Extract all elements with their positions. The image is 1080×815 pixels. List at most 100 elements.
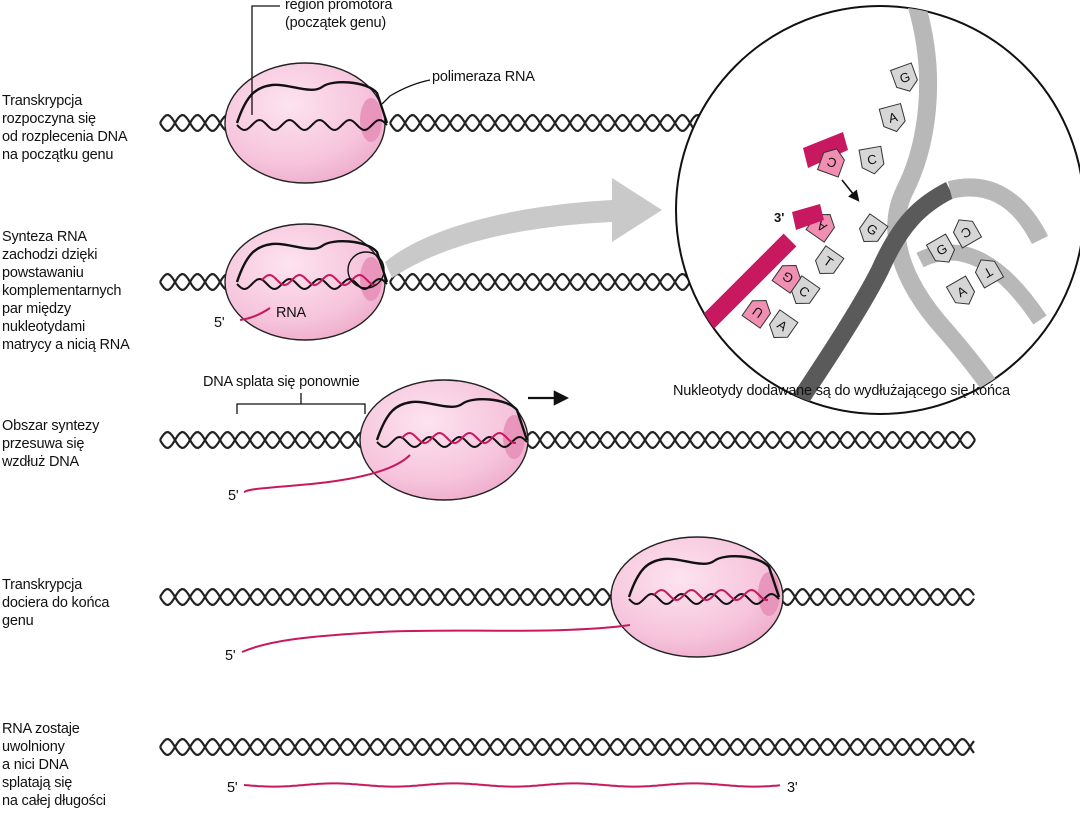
inset-three-prime-label: 3' [774,210,784,225]
dna-strand [159,737,975,757]
nucleotide-shape [974,259,1005,289]
incoming-arrow [841,179,860,202]
polymerase-pointer [381,79,431,105]
nucleotide-shape [741,300,772,329]
dna-strand [159,737,975,757]
rna-end-cap [792,204,824,230]
rna-strand [241,624,631,653]
dna-helices [159,113,976,757]
nucleotide-letter: C [866,151,878,167]
nucleotide-coding-1: G [889,62,918,92]
dna-strand [389,272,701,292]
five-prime-label-5: 5' [227,780,238,796]
dna-helix-4 [159,587,975,607]
step-label-moves: Obszar syntezy przesuwa się wzdłuż DNA [2,418,100,470]
polymerase-1 [224,62,386,184]
nucleotide-shape [816,148,845,178]
nucleotide-shape [771,265,802,294]
dna-helix-5 [159,737,975,757]
inset-circle [675,5,1080,415]
dna-strand [389,113,701,133]
dna-helix-1 [159,113,701,133]
five-prime-label-4: 5' [225,648,236,664]
nucleotide-shape [768,309,799,338]
nucleotide-letter: A [887,109,900,126]
rna-strand [243,454,411,493]
polymerase-2 [224,223,386,341]
polymerase-site [360,98,382,142]
dna-strand [159,113,235,133]
promoter-pointer [251,5,280,115]
dna-strand [779,587,975,607]
polymerase-group [224,62,784,658]
dna-strand [159,113,235,133]
magnify-ring [347,251,385,289]
nucleotide-shape [858,145,885,175]
template-strand [236,118,388,132]
rna-label: RNA [276,305,307,321]
rewinding-label: DNA splata się ponownie [203,374,360,390]
coding-strand [235,240,389,283]
nucleotide-rna-1: U [741,300,772,329]
dna-strand [389,272,701,292]
nucleotide-coding-3: C [858,145,885,175]
dna-strand [779,587,975,607]
rewinding-bracket [236,393,366,414]
nucleotide-template-3: T [814,245,845,274]
nucleotide-template-4: G [858,213,889,242]
nucleotide-template-1: A [768,309,799,338]
dna-strand [159,272,235,292]
coding-strand [235,81,389,124]
polymerase-site [360,257,382,301]
downstream-strand-inset [947,178,1049,245]
incoming-triphosphate [803,132,848,168]
dna-helix-3 [159,430,976,450]
polymerase-body [610,536,784,658]
dna-strand [159,587,621,607]
nucleotide-shape [878,102,906,133]
dna-strand [389,113,701,133]
nucleotide-shape [925,233,956,263]
rna-strand [243,782,781,788]
nucleotide-rna-2: G [771,265,802,294]
dna-helix-2 [159,272,701,292]
nucleotide-pair-1b: C [952,219,983,249]
polymerase-label: polimeraza RNA [432,69,535,85]
coding-strand [627,555,781,598]
nucleotide-shape [952,219,983,249]
nucleotide-letter: G [898,69,913,87]
five-prime-label-2: 5' [214,315,225,331]
promoter-label: region promotora (początek genu) [285,0,393,31]
nucleotide-shape [945,275,976,305]
dna-strand [159,587,621,607]
polymerase-4 [610,536,784,658]
nucleotide-pair-2a: A [945,275,976,305]
three-prime-label-5: 3' [787,780,798,796]
open-dna-3 [375,398,529,449]
step-label-end: Transkrypcja dociera do końca genu [2,577,110,629]
inset-caption: Nukleotydy dodawane są do wydłużającego … [673,383,1010,399]
open-dna-1 [235,81,389,132]
nucleotide-coding-2: A [878,102,906,133]
template-strand-inset [772,181,955,414]
polymerase-body [359,379,529,501]
nucleotide-shape [858,213,889,242]
rna-pairing [653,588,769,602]
rna-pairing [401,431,517,445]
dna-strand [159,272,235,292]
rna-transcripts [239,307,781,788]
dna-strand [524,430,976,450]
annotation-lines [236,5,662,414]
five-prime-label-3: 5' [228,488,239,504]
nucleotide-pair-1a: G [925,233,956,263]
step-label-synthesis: Synteza RNA zachodzi dzięki powstawaniu … [2,229,130,353]
dna-strand [159,430,371,450]
nucleotide-incoming: C [816,148,845,178]
step-label-release: RNA zostaje uwolniony a nici DNA splataj… [2,721,106,809]
nucleotide-shape [889,62,918,92]
rna-pairing [261,273,377,287]
